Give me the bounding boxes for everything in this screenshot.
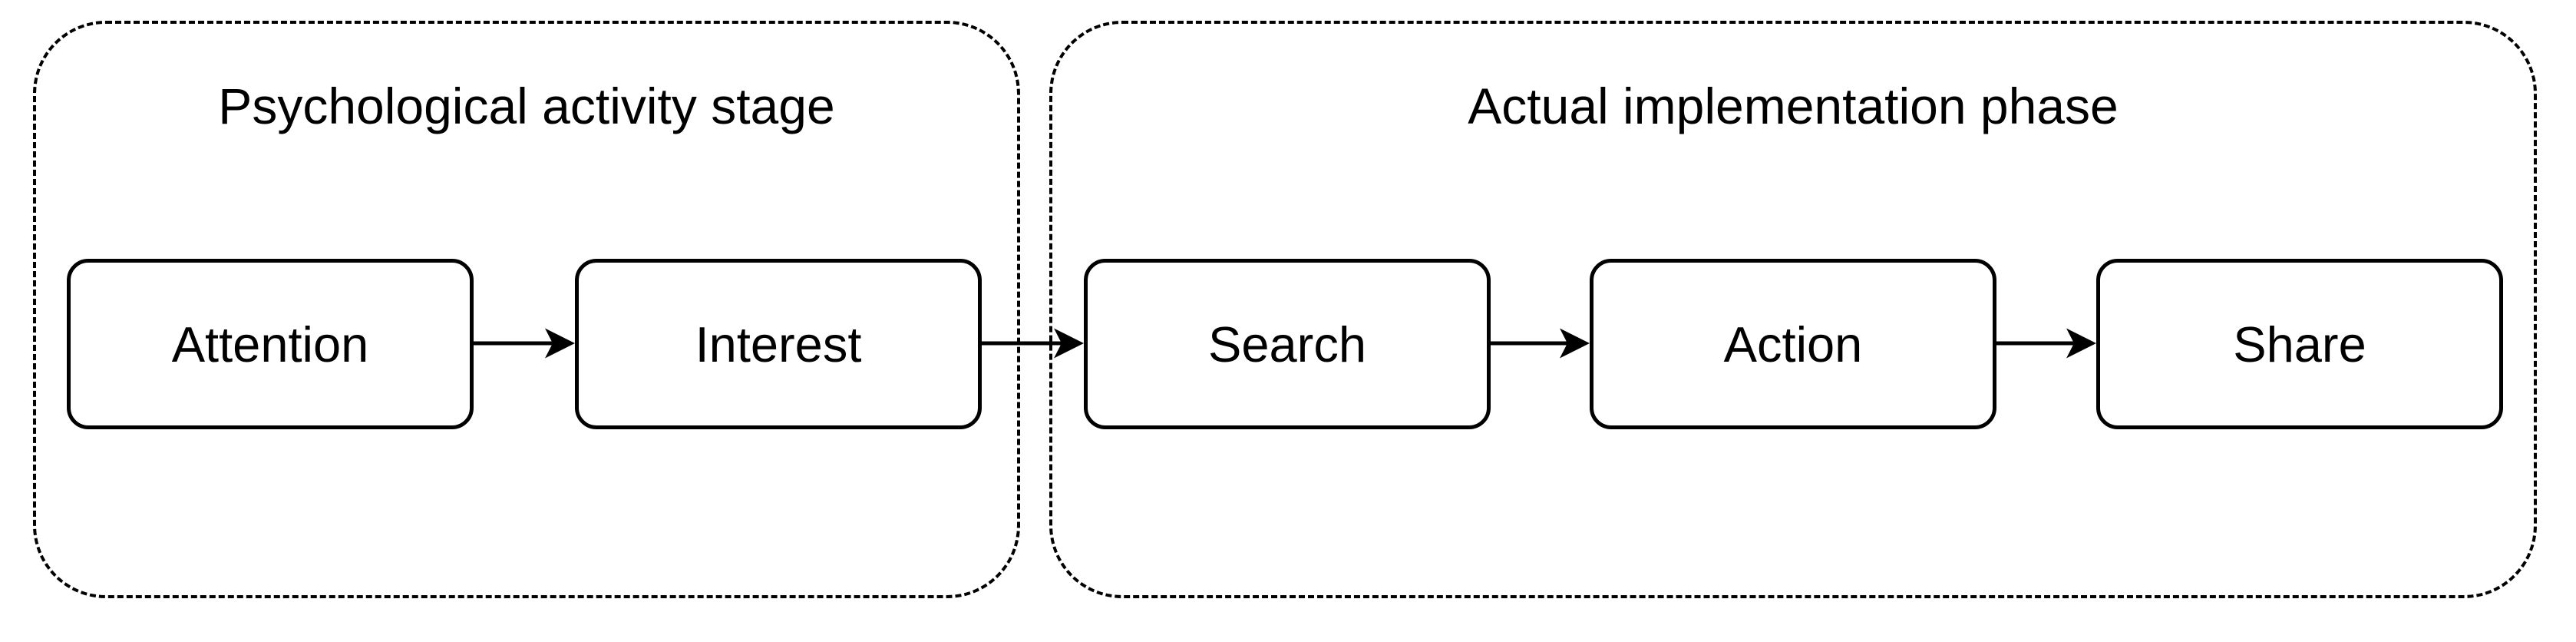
node-attention: Attention [67,259,474,429]
group-psychological-activity-stage [33,21,1020,598]
arrowhead-icon [545,328,575,359]
group-title-actual-implementation-phase: Actual implementation phase [1468,78,2119,134]
group-actual-implementation-phase [1049,21,2537,598]
arrowhead-icon [1560,328,1590,359]
arrow-attention-to-interest-icon [474,328,575,359]
arrow-search-to-action-icon [1491,328,1590,359]
node-interest: Interest [575,259,982,429]
node-search: Search [1084,259,1491,429]
group-title-psychological-activity-stage: Psychological activity stage [218,78,835,134]
node-share: Share [2096,259,2503,429]
node-action: Action [1590,259,1996,429]
arrow-action-to-share-icon [1996,328,2096,359]
arrowhead-icon [2066,328,2096,359]
arrow-interest-to-search-icon [982,328,1084,359]
arrowhead-icon [1054,328,1084,359]
